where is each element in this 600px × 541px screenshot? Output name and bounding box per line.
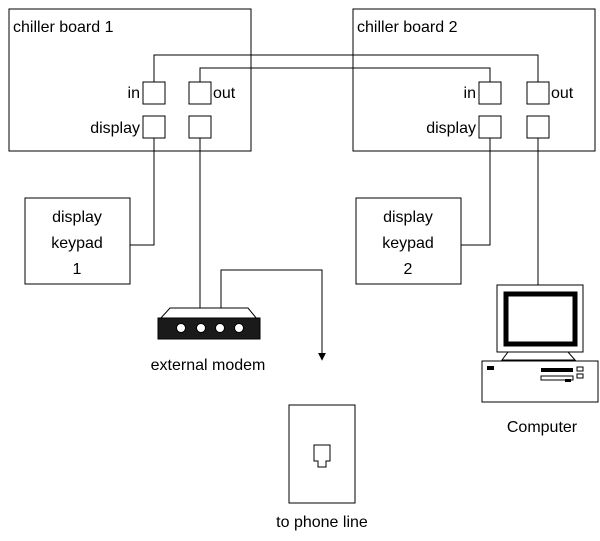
computer-label: Computer [507,419,578,436]
phone-jack-label: to phone line [276,514,368,531]
modem-icon [157,307,261,340]
display-keypad-2-frame [355,197,462,285]
wire-display1-to-keypad1 [130,138,155,246]
board-1-in-port [142,81,166,105]
board-1-out-port [188,81,212,105]
chiller-board-2-title: chiller board 2 [357,19,458,36]
chiller-board-2: chiller board 2 in out display [352,8,596,152]
external-modem: external modem [151,138,326,374]
chiller-board-2-frame [352,8,596,152]
wire-in1-to-out2 [153,54,539,82]
computer-icon [481,284,599,403]
display-keypad-2-line3: 2 [404,261,413,278]
display-keypad-2-line1: display [383,209,433,226]
board-2-display-port [478,115,502,139]
display-keypad-1-line1: display [52,209,102,226]
display-keypad-2: display keypad 2 [355,138,491,285]
display-keypad-1-line3: 1 [73,261,82,278]
board-2-display-label: display [426,120,476,137]
computer: Computer [481,138,599,436]
board-1-modem-port [188,115,212,139]
display-keypad-2-line2: keypad [382,235,434,252]
board-1-in-label: in [128,85,140,102]
display-keypad-1-frame [24,197,131,285]
board-1-out-label: out [213,85,236,102]
board-1-display-port [142,115,166,139]
network-wiring [153,54,539,82]
chiller-board-1-title: chiller board 1 [13,19,114,36]
board-2-out-label: out [551,85,574,102]
board-1-display-label: display [90,120,140,137]
modem-label: external modem [151,357,266,374]
wire-out1-to-in2 [199,67,491,82]
display-keypad-1: display keypad 1 [24,138,155,285]
board-2-in-port [478,81,502,105]
phone-jack: to phone line [276,404,368,531]
board-2-computer-port [526,115,550,139]
chiller-board-1: chiller board 1 in out display [8,8,252,152]
display-keypad-1-line2: keypad [51,235,103,252]
board-2-in-label: in [464,85,476,102]
phone-jack-icon [313,444,331,468]
wire-display2-to-keypad2 [461,138,491,246]
wire-modem-to-phone [220,269,326,361]
board-2-out-port [526,81,550,105]
